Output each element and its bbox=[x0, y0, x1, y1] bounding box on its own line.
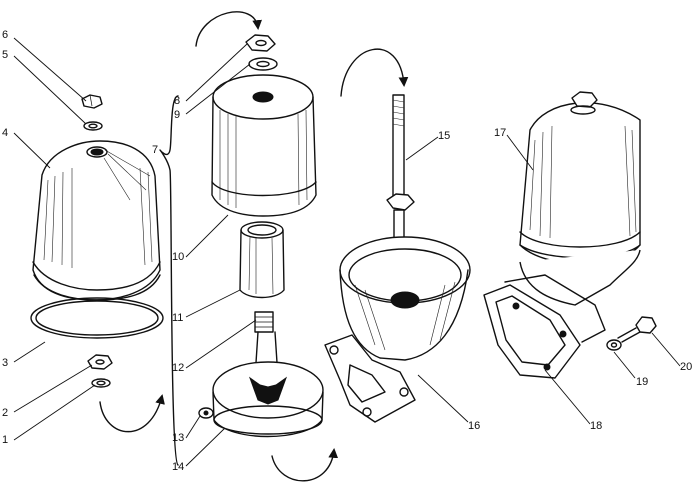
callout-16: 16 bbox=[468, 420, 481, 432]
callout-7: 7 bbox=[152, 144, 159, 156]
callout-15: 15 bbox=[438, 130, 451, 142]
callout-2: 2 bbox=[2, 407, 9, 419]
callout-9: 9 bbox=[174, 109, 181, 121]
callout-6: 6 bbox=[2, 29, 9, 41]
callout-20: 20 bbox=[680, 361, 693, 373]
callout-10: 10 bbox=[172, 251, 185, 263]
callout-1: 1 bbox=[2, 434, 9, 446]
callout-18: 18 bbox=[590, 420, 603, 432]
callout-12: 12 bbox=[172, 362, 185, 374]
filter-element-middle bbox=[159, 11, 339, 482]
leader-lines bbox=[13, 37, 681, 467]
callout-19: 19 bbox=[636, 376, 649, 388]
callout-4: 4 bbox=[2, 127, 9, 139]
assembled-filter bbox=[483, 91, 657, 379]
callout-5: 5 bbox=[2, 49, 9, 61]
callout-17: 17 bbox=[494, 127, 507, 139]
filter-housing bbox=[324, 48, 471, 423]
callout-13: 13 bbox=[172, 432, 185, 444]
callout-14: 14 bbox=[172, 461, 185, 473]
callout-3: 3 bbox=[2, 357, 9, 369]
callout-8: 8 bbox=[174, 95, 181, 107]
filter-cap-left bbox=[30, 94, 165, 433]
callout-11: 11 bbox=[172, 312, 184, 324]
